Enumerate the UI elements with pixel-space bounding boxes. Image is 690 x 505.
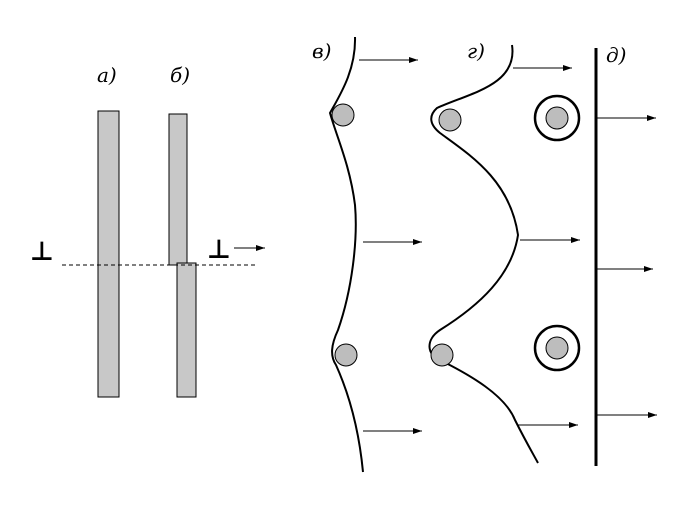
panel-label-g: г) [467,39,485,63]
panel-label-v: в) [312,39,331,63]
bar-b-upper [168,113,188,266]
dislocation-symbol-left: ⊥ [30,237,54,267]
particle-d-top [545,106,569,130]
bar-a [97,110,120,398]
bar-b-lower [176,262,197,398]
particle-g-top [438,108,462,132]
particle-v-top [331,103,355,127]
dislocation-line-g [428,44,539,464]
particle-d-bottom [545,336,569,360]
panel-label-b: б) [170,63,190,87]
dislocation-symbol-right: ⊥ [207,235,231,265]
particle-g-bottom [430,343,454,367]
particle-v-bottom [334,343,358,367]
panel-label-d: д) [606,43,626,67]
dislocation-line-v [328,36,364,473]
dislocation-loop-bottom [533,324,581,372]
panel-label-a: а) [97,63,117,87]
dislocation-loop-top [533,94,581,142]
